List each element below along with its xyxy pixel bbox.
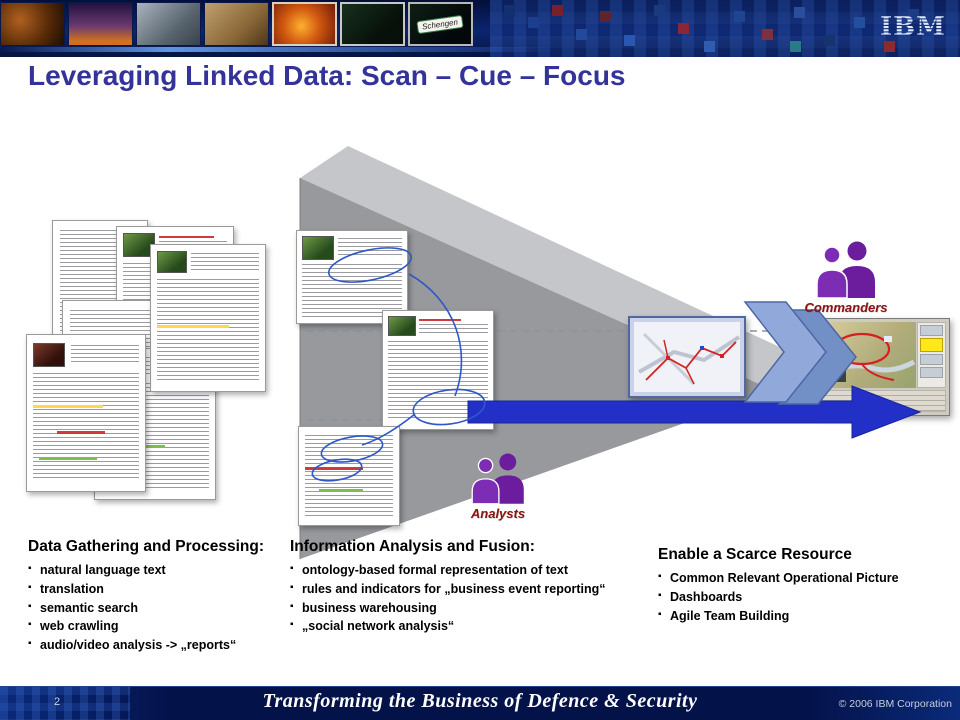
bullet-item: ontology-based formal representation of … [290,561,652,580]
toolbar-button [920,354,943,365]
document-text-lines [305,435,393,517]
column-data-gathering: Data Gathering and Processing: natural l… [28,538,286,655]
analysts-icon [466,452,530,509]
analysts-label: Analysts [470,506,526,521]
bullet-item: audio/video analysis -> „reports“ [28,636,286,655]
photo-in-document [388,316,416,336]
document-thumbnail [26,334,146,492]
document-text-lines [191,253,259,271]
highlight-mark [159,236,214,238]
photo-in-document [302,236,334,260]
bullet-item: semantic search [28,599,286,618]
photo-thumbnail-soldier [0,2,65,46]
header-mosaic-pattern [490,0,960,57]
highlight-mark [33,405,103,408]
footer-tagline: Transforming the Business of Defence & S… [262,690,698,712]
bullet-item: Dashboards [658,588,954,607]
document-text-lines [33,373,139,481]
header-banner: Schengen IBM [0,0,960,57]
cop-map-drawing [638,332,741,386]
slide-title: Leveraging Linked Data: Scan – Cue – Foc… [28,60,626,91]
toolbar-button-highlighted [920,338,943,352]
ibm-logo: IBM [880,13,946,38]
document-text-lines [388,341,488,421]
photo-thumbnail-desert [204,2,269,46]
bullet-item: translation [28,580,286,599]
bullet-item: natural language text [28,561,286,580]
operational-picture-thumbnail [628,316,746,398]
bullet-list: natural language text translation semant… [28,561,286,655]
column-heading: Enable a Scarce Resource [658,546,852,563]
document-text-lines [419,324,488,336]
commanders-icon [810,240,882,303]
bullet-list: ontology-based formal representation of … [290,561,652,636]
highlight-mark [39,457,97,460]
photo-strip: Schengen [0,2,473,48]
photo-in-document [157,251,187,273]
toolbar-button [920,367,943,378]
bullet-item: business warehousing [290,599,652,618]
bullet-item: web crawling [28,617,286,636]
document-thumbnail [298,426,400,526]
highlight-mark [157,325,229,328]
highlight-mark [319,489,363,492]
document-text-lines [157,279,259,381]
document-text-lines [71,345,139,363]
document-thumbnail [382,310,494,430]
cop-map-area [634,322,741,392]
column-heading: Information Analysis and Fusion: [290,538,535,555]
app-map-area [822,322,916,388]
photo-in-document [33,343,65,367]
bullet-item: rules and indicators for „business event… [290,580,652,599]
photo-thumbnail-night-ops [340,2,405,46]
toolbar-button [920,325,943,336]
page-number: 2 [54,696,61,708]
bullet-item: Common Relevant Operational Picture [658,569,954,588]
commanders-label: Commanders [804,300,888,315]
header-blue-streak [0,47,557,52]
app-map-drawing [827,332,916,382]
highlight-mark [419,319,461,321]
map-application-thumbnail [818,318,950,416]
column-heading: Data Gathering and Processing: [28,538,264,555]
photo-thumbnail-fire [272,2,337,46]
bullet-item: „social network analysis“ [290,617,652,636]
bullet-item: Agile Team Building [658,607,954,626]
copyright: © 2006 IBM Corporation [838,698,952,710]
document-text-lines [338,238,402,258]
bullet-list: Common Relevant Operational Picture Dash… [658,569,954,625]
column-information-analysis: Information Analysis and Fusion: ontolog… [290,538,652,636]
highlight-mark [305,467,363,470]
app-toolbar-panel [917,322,946,388]
app-status-panel [822,390,946,412]
chevron-arrow-icon [743,301,827,403]
footer-bar: 2 Transforming the Business of Defence &… [0,686,960,720]
photo-thumbnail-sunset [68,2,133,46]
column-enable-scarce-resource: Enable a Scarce Resource Common Relevant… [658,546,954,625]
photo-thumbnail-jet [136,2,201,46]
highlight-mark [57,431,105,434]
document-thumbnail [150,244,266,392]
photo-thumbnail-schengen: Schengen [408,2,473,46]
